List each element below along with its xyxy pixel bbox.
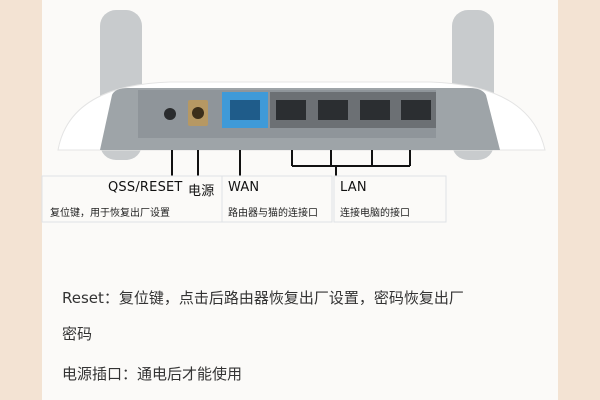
left-label-box [41, 175, 229, 223]
wan-port-socket [230, 100, 260, 120]
right-margin-band [558, 0, 600, 400]
lan-label: LAN [340, 180, 367, 195]
lan-port-1-socket [276, 100, 306, 120]
power-jack-hole [192, 107, 204, 119]
left-margin-band [0, 0, 42, 400]
power-description-line: 电源插口：通电后才能使用 [62, 365, 243, 383]
reset-description-line-1: Reset：复位键，点击后路由器恢复出厂设置，密码恢复出厂 [62, 289, 464, 307]
lan-port-3-socket [360, 100, 390, 120]
qss-reset-description: 复位键，用于恢复出厂设置 [50, 208, 170, 219]
lan-port-4-socket [401, 100, 431, 120]
reset-description-line-2: 密码 [62, 325, 93, 343]
wan-label-box [221, 175, 333, 223]
qss-reset-label: QSS/RESET [108, 180, 183, 195]
lan-port-2-socket [318, 100, 348, 120]
power-label: 电源 [188, 184, 215, 199]
lan-description: 连接电脑的接口 [340, 208, 410, 219]
reset-button [164, 108, 176, 120]
lan-label-box [333, 175, 447, 223]
wan-label: WAN [228, 180, 260, 195]
wan-description: 路由器与猫的连接口 [228, 208, 318, 219]
